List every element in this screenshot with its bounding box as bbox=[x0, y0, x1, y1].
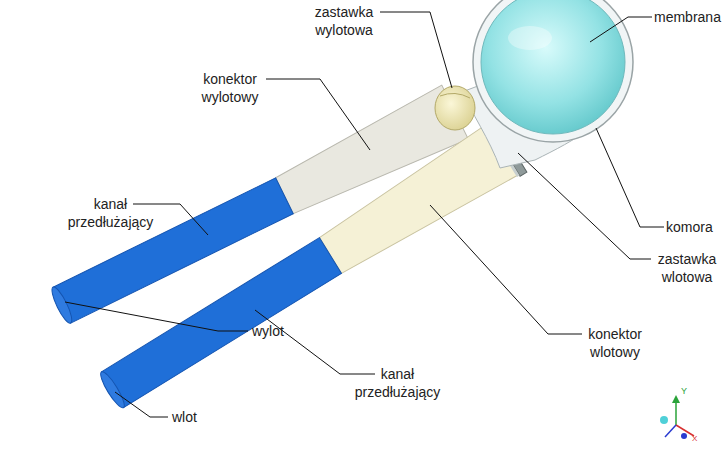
part-label: komora bbox=[666, 218, 720, 236]
part-label: wlot bbox=[172, 408, 216, 426]
leader-line bbox=[115, 392, 168, 417]
part-label: konektor wylotowy bbox=[190, 70, 270, 106]
part-label: kanał przedłużający bbox=[58, 195, 163, 231]
part-label: zastawka wylotowa bbox=[303, 3, 385, 39]
leader-line bbox=[590, 17, 652, 42]
outlet-valve bbox=[435, 86, 475, 130]
part-label: X bbox=[692, 434, 706, 444]
axis-dot bbox=[681, 433, 687, 439]
outlet-end bbox=[49, 285, 76, 325]
y-axis-head bbox=[672, 395, 680, 403]
membrane-highlight bbox=[508, 26, 552, 50]
leader-line bbox=[430, 205, 582, 334]
axis-triad bbox=[660, 395, 694, 439]
chamber bbox=[473, 0, 633, 142]
inlet-extension-channel bbox=[101, 238, 341, 408]
y-axis bbox=[675, 400, 677, 425]
part-label: kanał przedłużający bbox=[345, 365, 450, 401]
leader-line bbox=[518, 153, 651, 259]
membrane bbox=[481, 0, 625, 134]
leader-lines bbox=[65, 12, 664, 417]
part-label: konektor wlotowy bbox=[575, 325, 655, 361]
part-label: wylot bbox=[252, 322, 296, 340]
leader-line bbox=[65, 302, 248, 331]
inlet-assembly bbox=[91, 118, 526, 420]
z-axis bbox=[665, 425, 676, 437]
outlet-valve-edge bbox=[440, 93, 470, 98]
part-label: membrana bbox=[654, 8, 720, 26]
leader-line bbox=[380, 12, 452, 88]
leader-line bbox=[596, 128, 664, 227]
part-label: zastawka wlotowa bbox=[654, 250, 720, 286]
part-label: Y bbox=[681, 386, 695, 397]
inlet-end bbox=[97, 369, 128, 410]
inlet-connector bbox=[315, 122, 521, 281]
leader-line bbox=[255, 310, 375, 374]
axis-sphere bbox=[660, 416, 668, 424]
leader-line bbox=[266, 79, 370, 150]
